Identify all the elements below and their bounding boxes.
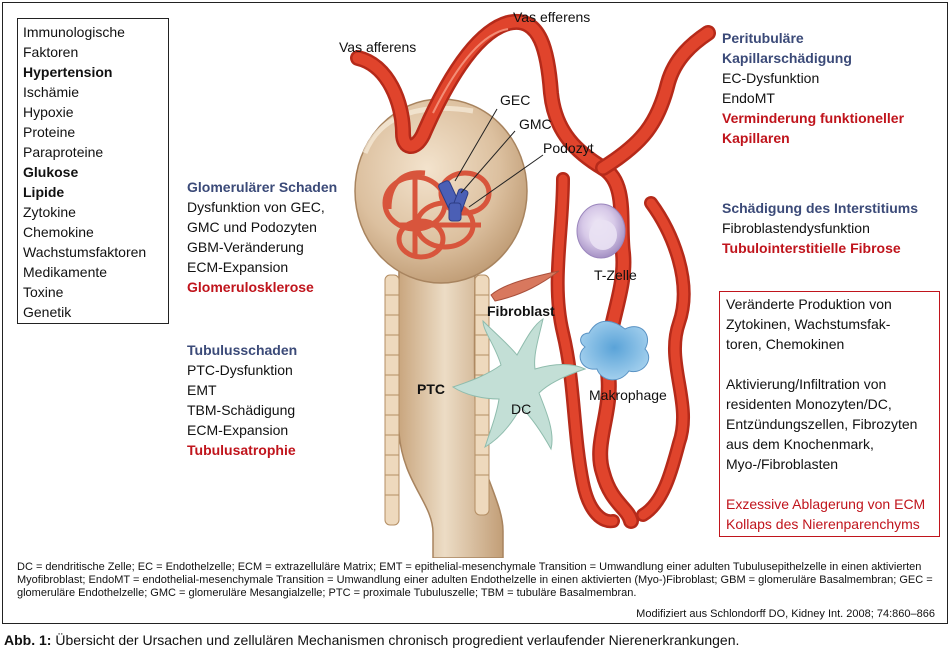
pointer-lines — [454, 108, 544, 208]
factor-item: Proteine — [23, 124, 76, 140]
effects-line: toren, Chemokinen — [726, 336, 845, 352]
vessel-efferens — [595, 25, 716, 176]
effects-result-2: Kollaps des Nierenparenchyms — [726, 516, 920, 532]
vessel-efferens-fill — [597, 27, 714, 174]
effects-line: aus dem Knochenmark, — [726, 436, 874, 452]
figure-frame: Immunologische Faktoren Hypertension Isc… — [2, 2, 948, 624]
peritubular-heading: Peritubuläre — [722, 30, 804, 46]
factor-item: Immunologische — [23, 24, 125, 40]
effects-line: Myo-/Fibroblasten — [726, 456, 839, 472]
caption-label: Abb. 1: — [4, 632, 52, 648]
peritubular-item: EC-Dysfunktion — [722, 70, 820, 86]
factor-item: Lipide — [23, 184, 65, 200]
tubular-damage-block: Tubulusschaden PTC-Dysfunktion EMT TBM-S… — [187, 340, 297, 460]
mesangial-cells — [438, 180, 469, 222]
source-reference: Modifiziert aus Schlondorff DO, Kidney I… — [636, 608, 935, 620]
label-dc: DC — [511, 401, 532, 417]
effects-line: Zytokinen, Wachstumsfak- — [726, 316, 891, 332]
glomerular-item: GBM-Veränderung — [187, 239, 304, 255]
factor-list-box: Immunologische Faktoren Hypertension Isc… — [17, 18, 169, 324]
factor-item: Toxine — [23, 284, 64, 300]
glomerular-result: Glomerulosklerose — [187, 279, 314, 295]
peritubular-result-2: Kapillaren — [722, 130, 790, 146]
factor-item: Chemokine — [23, 224, 94, 240]
label-podozyt: Podozyt — [543, 140, 594, 156]
vessel-afferens-fill — [352, 16, 637, 527]
kidney-illustration — [350, 13, 716, 558]
label-vas-efferens: Vas efferens — [513, 9, 591, 25]
glomerular-damage-block: Glomerulärer Schaden Dysfunktion von GEC… — [187, 177, 337, 297]
factor-item: Glukose — [23, 164, 79, 180]
fibroblast-cell — [490, 270, 560, 302]
label-vas-afferens: Vas afferens — [339, 39, 417, 55]
caption-text: Übersicht der Ursachen und zellulären Me… — [55, 632, 740, 648]
tubular-item: ECM-Expansion — [187, 422, 289, 438]
t-cell-nucleus — [589, 220, 617, 250]
factor-item: Zytokine — [23, 204, 76, 220]
interstitium-result: Tubulointerstitielle Fibrose — [722, 240, 901, 256]
effects-line: Aktivierung/Infiltration von — [726, 376, 887, 392]
glomerular-item: GMC und Podozyten — [187, 219, 317, 235]
label-gmc: GMC — [519, 116, 552, 132]
label-makrophage: Makrophage — [589, 387, 667, 403]
tubular-item: PTC-Dysfunktion — [187, 362, 293, 378]
glomerular-item: ECM-Expansion — [187, 259, 289, 275]
peritubular-block: Peritubuläre Kapillarschädigung EC-Dysfu… — [722, 28, 904, 148]
effects-line: Veränderte Produktion von — [726, 296, 892, 312]
factor-item: Wachstumsfaktoren — [23, 244, 147, 260]
factor-item: Ischämie — [23, 84, 80, 100]
interstitium-heading: Schädigung des Interstitiums — [722, 200, 919, 216]
glomerular-capillaries — [382, 170, 492, 260]
effects-line: Entzündungszellen, Fibrozyten — [726, 416, 918, 432]
factor-item: Genetik — [23, 304, 72, 320]
tubular-item: EMT — [187, 382, 217, 398]
effects-box: Veränderte Produktion von Zytokinen, Wac… — [719, 291, 940, 537]
effects-spacer — [726, 474, 939, 494]
factor-item: Faktoren — [23, 44, 79, 60]
macrophage-cell — [579, 320, 650, 381]
effects-spacer — [726, 354, 939, 374]
effects-line: residenten Monozyten/DC, — [726, 396, 892, 412]
factor-item: Medikamente — [23, 264, 108, 280]
abbreviation-footnote: DC = dendritische Zelle; EC = Endothelze… — [17, 561, 933, 599]
label-ptc: PTC — [417, 381, 445, 397]
tubular-item: TBM-Schädigung — [187, 402, 296, 418]
label-t-zelle: T-Zelle — [594, 267, 637, 283]
dendritic-cell — [451, 317, 587, 451]
figure-caption: Abb. 1: Übersicht der Ursachen und zellu… — [4, 632, 739, 648]
tubular-result: Tubulusatrophie — [187, 442, 296, 458]
glomerular-item: Dysfunktion von GEC, — [187, 199, 325, 215]
factor-item: Paraproteine — [23, 144, 104, 160]
peritubular-heading-2: Kapillarschädigung — [722, 50, 852, 66]
tubular-heading: Tubulusschaden — [187, 342, 298, 358]
interstitium-block: Schädigung des Interstitiums Fibroblaste… — [722, 198, 918, 258]
peritubular-capillary-fill — [553, 174, 618, 526]
effects-result: Exzessive Ablagerung von ECM — [726, 496, 926, 512]
factor-item: Hypoxie — [23, 104, 74, 120]
label-fibroblast: Fibroblast — [487, 303, 555, 319]
glomerular-heading: Glomerulärer Schaden — [187, 179, 338, 195]
peritubular-result: Verminderung funktioneller — [722, 110, 905, 126]
label-gec: GEC — [500, 92, 531, 108]
vessel-highlight — [432, 28, 509, 114]
peritubular-item: EndoMT — [722, 90, 775, 106]
efferent-loop-fill — [638, 198, 689, 520]
factor-item: Hypertension — [23, 64, 113, 80]
interstitium-item: Fibroblastendysfunktion — [722, 220, 870, 236]
